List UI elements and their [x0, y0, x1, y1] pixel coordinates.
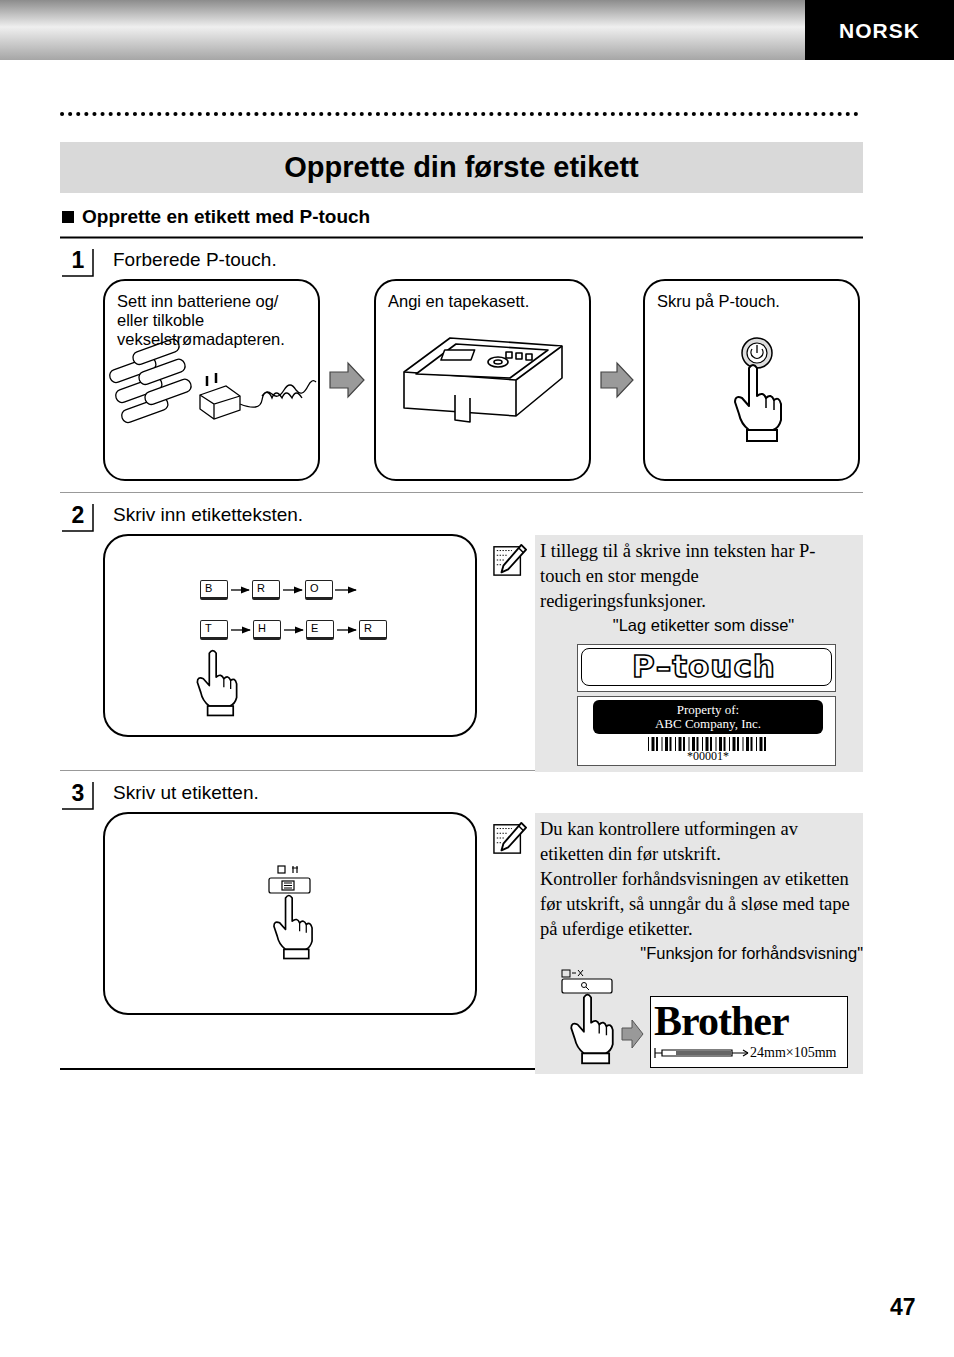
node-text: E: [311, 621, 333, 636]
node-text: "Funksjon for forhåndsvisning": [540, 942, 863, 964]
section-heading: Opprette en etikett med P-touch: [82, 206, 370, 228]
step-box: Sett inn batteriene og/ eller tilkoble v…: [103, 279, 320, 481]
lcd-preview: Brother24mm×105mm: [650, 996, 848, 1068]
key-arrow: [231, 589, 249, 590]
node-text: O: [310, 581, 332, 596]
node-text: Skru på P-touch.: [657, 292, 846, 311]
key-arrow: [283, 589, 302, 590]
node-text: 24mm×105mm: [750, 1045, 836, 1061]
key-arrow: [231, 629, 250, 630]
block-arrow: [601, 363, 633, 397]
label-sample: Property of:ABC Company, Inc. *00001*: [577, 696, 836, 766]
key-button: T: [200, 620, 228, 640]
barcode: [648, 737, 768, 751]
label-frame: P–touch: [581, 648, 832, 686]
step-number: 2: [66, 502, 90, 529]
step-number: 1: [66, 247, 90, 274]
node-text: *00001*: [593, 750, 823, 762]
language-tab: NORSK: [805, 0, 954, 60]
key-arrow: [284, 629, 303, 630]
node-text: Property of:: [593, 703, 823, 717]
node-text: H: [258, 621, 280, 636]
node-text: Du kan kontrollere utformingen av etiket…: [540, 817, 859, 867]
length-bar: [654, 1047, 750, 1059]
node-text: P–touch: [632, 649, 831, 683]
page-title: Opprette din første etikett: [60, 142, 863, 193]
node-text: T: [205, 621, 227, 636]
page-number: 47: [890, 1294, 916, 1321]
node-text: ABC Company, Inc.: [593, 717, 823, 731]
node-text: "Lag etiketter som disse": [540, 614, 859, 636]
preview-key-illustration: [540, 968, 644, 1068]
label-band: Property of:ABC Company, Inc.: [593, 700, 823, 734]
node-text: B: [205, 581, 227, 596]
block-arrow: [330, 363, 364, 397]
node-text: Brother: [654, 997, 844, 1045]
node-text: R: [257, 581, 279, 596]
node-text: R: [364, 621, 386, 636]
note-panel: I tillegg til å skrive inn teksten har P…: [535, 535, 863, 772]
step-heading: Forberede P-touch.: [113, 249, 277, 271]
label-sample: P–touch: [577, 644, 836, 692]
note-panel: Du kan kontrollere utformingen av etiket…: [535, 813, 863, 1074]
node-text: Kontroller forhåndsvisningen av etikette…: [540, 867, 859, 942]
step-number: 3: [66, 780, 90, 807]
preview-row: Brother24mm×105mm: [540, 968, 859, 1068]
key-button: R: [252, 580, 280, 600]
node-text: Angi en tapekasett.: [388, 292, 577, 311]
key-button: B: [200, 580, 228, 600]
step-box: Skru på P-touch.: [643, 279, 860, 481]
step-heading: Skriv inn etiketteksten.: [113, 504, 303, 526]
key-button: R: [359, 620, 387, 640]
key-button: E: [306, 620, 334, 640]
node-text: I tillegg til å skrive inn teksten har P…: [540, 539, 859, 614]
preview-status-row: 24mm×105mm: [654, 1045, 844, 1061]
step-heading: Skriv ut etiketten.: [113, 782, 259, 804]
key-button: O: [305, 580, 333, 600]
step-box: Angi en tapekasett.: [374, 279, 591, 481]
node-text: Sett inn batteriene og/ eller tilkoble v…: [117, 292, 306, 349]
key-arrow: [337, 629, 356, 630]
key-button: H: [253, 620, 281, 640]
